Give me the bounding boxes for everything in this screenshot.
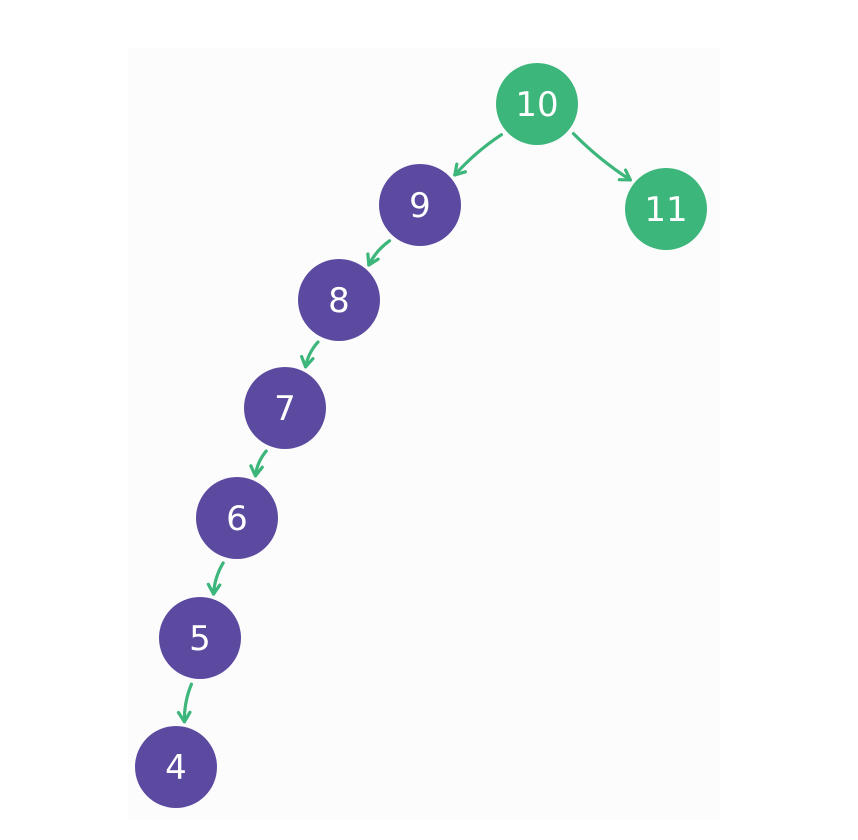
edge-n5-n4 [176,682,194,724]
tree-node-4: 4 [135,726,217,808]
node-circle [159,597,241,679]
node-circle [135,726,217,808]
tree-node-11: 11 [625,168,707,250]
node-circle [379,164,461,246]
tree-node-10: 10 [496,63,578,145]
node-circle [496,63,578,145]
node-label: 11 [644,190,687,230]
tree-node-9: 9 [379,164,461,246]
edge-line [182,682,194,724]
edge-n8-n7 [300,340,320,369]
node-circle [625,168,707,250]
edge-line [571,132,632,182]
edge-line [453,133,504,177]
node-label: 8 [328,281,350,321]
edge-n10-n9 [453,133,504,177]
arrowhead-icon [300,354,315,369]
arrowhead-icon [249,464,264,478]
tree-node-5: 5 [159,597,241,679]
arrowhead-icon [176,710,192,724]
edge-n7-n6 [249,449,268,478]
node-label: 4 [165,748,187,788]
node-label: 5 [189,619,211,659]
node-label: 10 [515,85,558,125]
arrowhead-icon [617,168,632,182]
edge-n9-n8 [366,239,392,267]
edges-layer [176,132,632,724]
tree-node-7: 7 [244,367,326,449]
node-circle [244,367,326,449]
node-label: 7 [274,389,296,429]
edge-n10-n11 [571,132,632,182]
tree-node-6: 6 [196,477,278,559]
tree-node-8: 8 [298,259,380,341]
arrowhead-icon [453,162,467,177]
edge-n6-n5 [206,561,225,596]
node-label: 9 [409,186,431,226]
arrowhead-icon [366,252,380,267]
node-label: 6 [226,499,248,539]
nodes-layer: 10 11 9 8 7 6 5 4 [135,63,707,808]
node-circle [196,477,278,559]
node-circle [298,259,380,341]
arrowhead-icon [206,582,222,596]
